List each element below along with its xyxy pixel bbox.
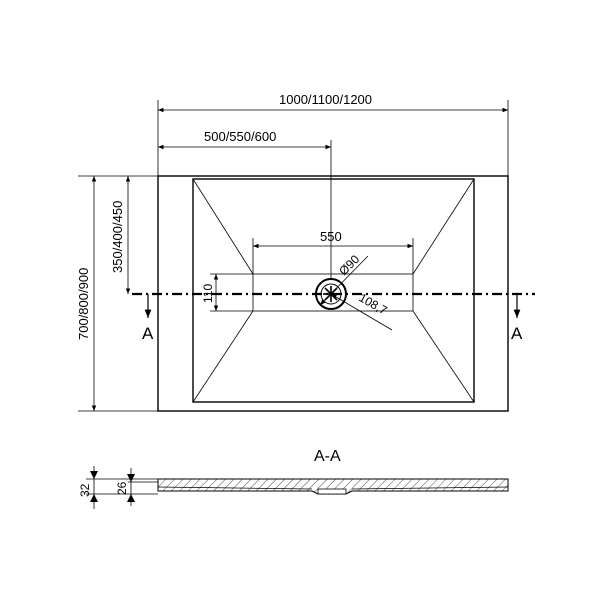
slope-line (412, 310, 475, 403)
section-height-total-label: 32 (78, 483, 92, 497)
dimension-channel-length: 550 (252, 229, 414, 274)
section-view-a-a: A-A 32 26 (78, 448, 509, 509)
drain-offset-x-label: 500/550/600 (204, 129, 276, 144)
section-title: A-A (314, 448, 341, 465)
section-height-inner-label: 26 (115, 481, 129, 495)
channel-length-label: 550 (320, 229, 342, 244)
section-drain-body (317, 488, 347, 495)
slope-line (192, 310, 254, 403)
drain-offset-y-label: 350/400/450 (110, 201, 125, 273)
dimension-drain-offset-x: 500/550/600 (158, 129, 332, 279)
overall-depth-label: 700/800/900 (76, 268, 91, 340)
drain-channel (252, 273, 414, 312)
slope-line (192, 178, 254, 275)
overall-width-label: 1000/1100/1200 (279, 92, 372, 107)
section-marker-right: A (511, 324, 523, 343)
dimension-channel-width: 110 (201, 273, 253, 312)
section-marker-left: A (142, 324, 154, 343)
dimension-drain-offset-y: 350/400/450 (110, 176, 131, 294)
slope-line (412, 178, 475, 275)
dimension-overall-width: 1000/1100/1200 (157, 92, 509, 176)
dimension-overall-depth: 700/800/900 (76, 175, 158, 412)
channel-width-label: 110 (201, 284, 215, 303)
